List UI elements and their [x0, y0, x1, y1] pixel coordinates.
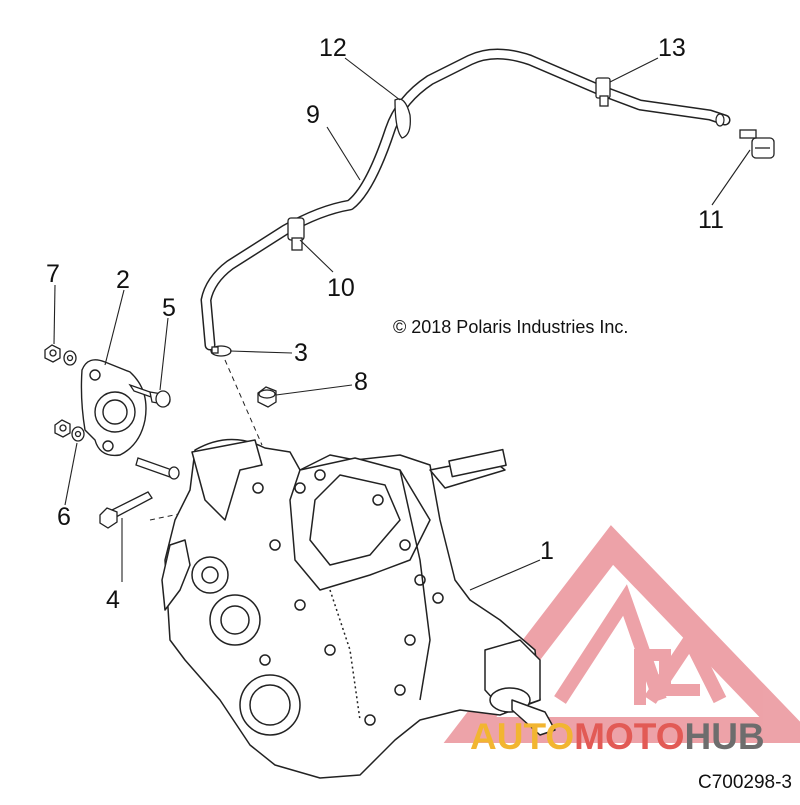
leader-lines [53, 57, 751, 591]
callout-10: 10 [327, 274, 355, 302]
tube-clamp-12 [394, 98, 411, 139]
callout-9: 9 [306, 101, 320, 129]
gearcase-1 [161, 438, 556, 779]
callout-5: 5 [162, 294, 176, 322]
tube-clip-10 [287, 217, 305, 251]
vent-tube [200, 48, 731, 351]
callout-13: 13 [658, 34, 686, 62]
nut-8 [257, 386, 277, 408]
copyright-notice: © 2018 Polaris Industries Inc. [393, 317, 629, 337]
watermark-hub: HUB [684, 716, 765, 757]
callout-12: 12 [319, 34, 347, 62]
watermark-logo [443, 525, 800, 743]
bolt-5 [128, 383, 171, 408]
callout-6: 6 [57, 503, 71, 531]
callout-4: 4 [106, 586, 120, 614]
hose-clamp-3 [210, 345, 232, 357]
vent-fitting-11 [739, 129, 775, 159]
callout-3: 3 [294, 339, 308, 367]
watermark-auto: AUTO [470, 716, 575, 757]
tube-clip-13 [595, 77, 611, 107]
callout-2: 2 [116, 266, 130, 294]
watermark-moto: MOTO [574, 716, 685, 757]
sensor-cover-2 [80, 359, 147, 457]
bolt-4 [99, 491, 153, 529]
nut-6 [54, 419, 85, 442]
callout-11: 11 [698, 206, 724, 234]
bolt-short [135, 457, 180, 480]
callout-8: 8 [354, 368, 368, 396]
nut-7 [44, 344, 77, 366]
callout-7: 7 [46, 260, 60, 288]
diagram-code: C700298-3 [697, 772, 792, 793]
watermark-text: AUTOMOTOHUB [470, 716, 765, 758]
callout-1: 1 [540, 537, 554, 565]
